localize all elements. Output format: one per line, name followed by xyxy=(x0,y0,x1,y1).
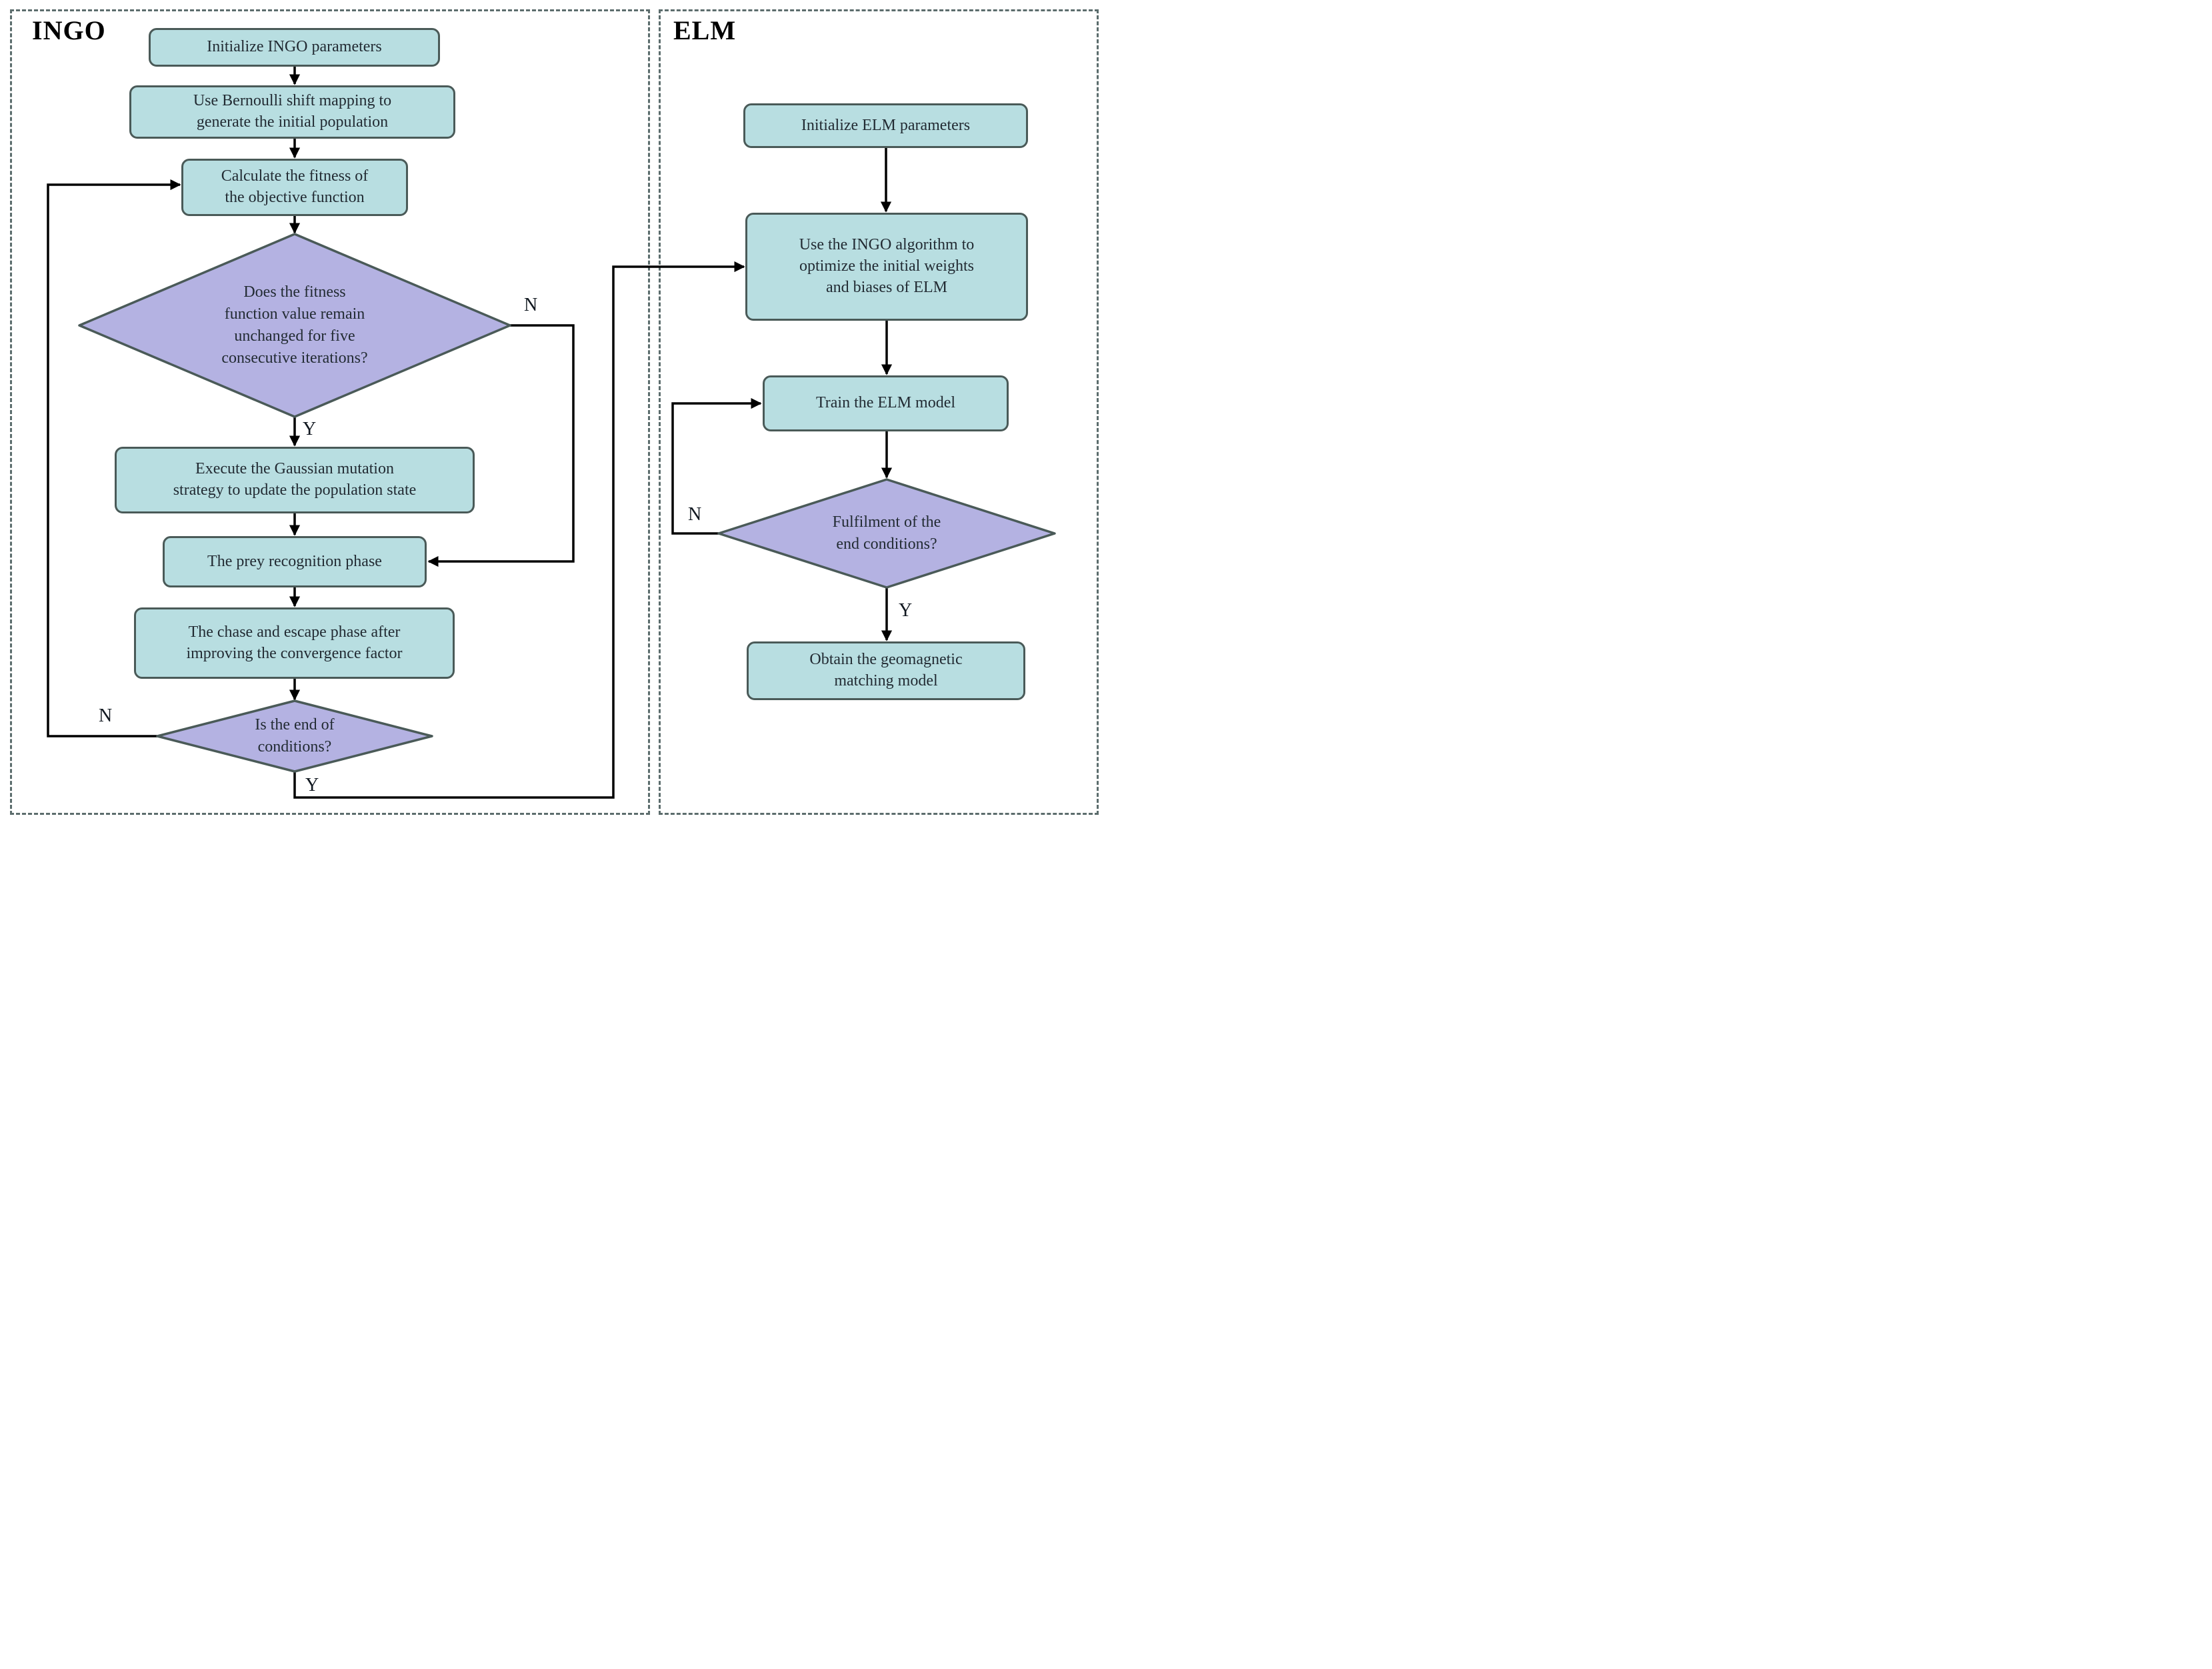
node-prey-recognition: The prey recognition phase xyxy=(163,536,427,587)
branch-label-fitness-yes: Y xyxy=(303,419,317,439)
connector-end-no-to-calculate xyxy=(47,179,181,737)
flowchart-canvas: INGO ELM Initiali xyxy=(0,0,1106,835)
elm-panel xyxy=(659,9,1099,815)
node-init-elm: Initialize ELM parameters xyxy=(743,103,1028,148)
elm-panel-title: ELM xyxy=(673,15,737,45)
branch-label-fulfilment-yes: Y xyxy=(899,600,913,621)
node-ingo-optimize: Use the INGO algorithm to optimize the i… xyxy=(745,213,1028,321)
node-bernoulli: Use Bernoulli shift mapping to generate … xyxy=(129,85,455,139)
ingo-panel xyxy=(10,9,650,815)
branch-label-fitness-no: N xyxy=(524,295,538,315)
connector-fulfilment-no-to-train xyxy=(671,397,762,535)
node-execute-gaussian: Execute the Gaussian mutation strategy t… xyxy=(115,447,475,513)
branch-label-end-no: N xyxy=(99,705,113,726)
connector-end-yes-to-ingo-optimize xyxy=(293,261,745,799)
node-chase-escape: The chase and escape phase after improvi… xyxy=(134,607,455,679)
node-obtain-model: Obtain the geomagnetic matching model xyxy=(747,641,1025,700)
node-init-ingo: Initialize INGO parameters xyxy=(149,28,440,67)
node-train-elm: Train the ELM model xyxy=(763,375,1009,431)
ingo-panel-title: INGO xyxy=(32,15,106,45)
connector-layer xyxy=(47,67,1056,799)
branch-label-fulfilment-no: N xyxy=(688,504,702,525)
branch-label-end-yes: Y xyxy=(305,775,319,795)
fulfilment-decision-shape xyxy=(717,478,1056,589)
end-decision-shape xyxy=(156,699,433,773)
node-calculate-fitness: Calculate the fitness of the objective f… xyxy=(181,159,408,216)
fitness-decision-shape xyxy=(78,233,511,418)
connector-fitness-no-to-prey xyxy=(427,324,575,567)
